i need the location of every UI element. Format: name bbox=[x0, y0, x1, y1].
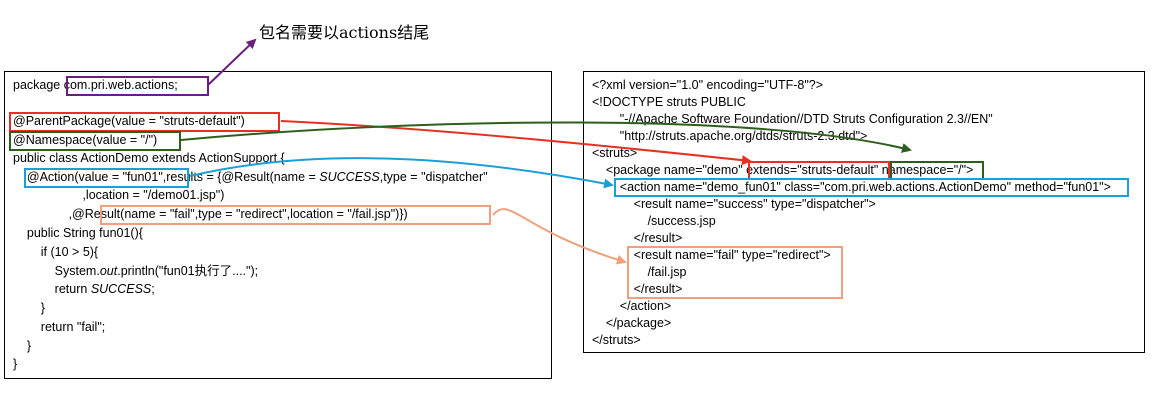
code-fragment: .println("fun01执行了...."); bbox=[117, 264, 259, 278]
code-line: } bbox=[13, 357, 18, 371]
xml-line: <package name="demo" extends="struts-def… bbox=[592, 163, 974, 177]
code-line: System.out.println("fun01执行了...."); bbox=[13, 263, 258, 280]
action-arrow bbox=[189, 157, 614, 189]
xml-line: <result name="success" type="dispatcher"… bbox=[592, 197, 876, 211]
xml-line: <result name="fail" type="redirect"> bbox=[592, 248, 831, 262]
namespace-arrow bbox=[180, 121, 912, 153]
code-line: return SUCCESS; bbox=[13, 281, 155, 298]
package-name-note: 包名需要以actions结尾 bbox=[259, 23, 430, 42]
code-fragment: SUCCESS bbox=[90, 282, 152, 296]
java-code-panel: package com.pri.web.actions; @ParentPack… bbox=[4, 71, 552, 379]
code-line: @Namespace(value = "/") bbox=[13, 133, 158, 147]
code-line: @ParentPackage(value = "struts-default") bbox=[13, 114, 245, 128]
fail-result-arrow bbox=[492, 208, 627, 265]
code-line: package com.pri.web.actions; bbox=[13, 78, 178, 92]
xml-line: <!DOCTYPE struts PUBLIC bbox=[592, 95, 746, 109]
xml-line: </result> bbox=[592, 231, 683, 245]
code-fragment: ; bbox=[151, 282, 155, 296]
code-line: public String fun01(){ bbox=[13, 226, 143, 240]
xml-line: /fail.jsp bbox=[592, 265, 687, 279]
code-line: ,@Result(name = "fail",type = "redirect"… bbox=[13, 207, 408, 221]
code-fragment: @Action(value = "fun01",results = {@Resu… bbox=[13, 170, 320, 184]
code-line: } bbox=[13, 339, 32, 353]
package-arrow bbox=[207, 38, 257, 86]
code-line: public class ActionDemo extends ActionSu… bbox=[13, 151, 285, 165]
code-line: if (10 > 5){ bbox=[13, 245, 99, 259]
xml-line: /success.jsp bbox=[592, 214, 716, 228]
code-fragment: ,type = "dispatcher" bbox=[379, 170, 488, 184]
xml-line: </package> bbox=[592, 316, 672, 330]
xml-line: <struts> bbox=[592, 146, 638, 160]
code-line: ,location = "/demo01.jsp") bbox=[13, 188, 225, 202]
code-fragment: System. bbox=[13, 264, 100, 278]
code-line: @Action(value = "fun01",results = {@Resu… bbox=[13, 169, 488, 186]
code-line: } bbox=[13, 301, 45, 315]
xml-line: </action> bbox=[592, 299, 672, 313]
code-fragment: return bbox=[13, 282, 91, 296]
code-fragment: out bbox=[99, 264, 118, 278]
xml-line: </struts> bbox=[592, 333, 641, 347]
code-fragment: SUCCESS bbox=[319, 170, 380, 184]
xml-line: <action name="demo_fun01" class="com.pri… bbox=[592, 180, 1111, 194]
parent-package-arrow bbox=[280, 120, 752, 166]
xml-line: </result> bbox=[592, 282, 683, 296]
xml-line: <?xml version="1.0" encoding="UTF-8"?> bbox=[592, 78, 824, 92]
code-line: return "fail"; bbox=[13, 320, 106, 334]
